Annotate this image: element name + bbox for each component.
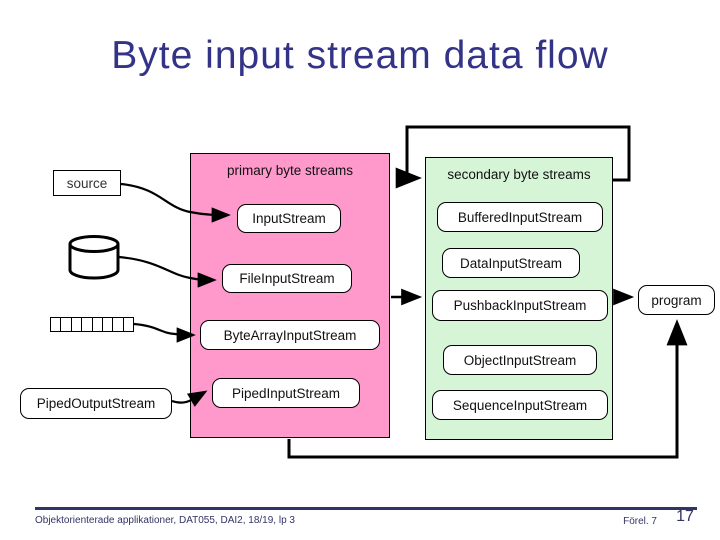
node-pushbackinputstream: PushbackInputStream (432, 290, 608, 321)
node-inputstream: InputStream (237, 204, 341, 233)
footer-divider (35, 507, 697, 510)
footer-page-number: 17 (676, 508, 694, 525)
footer-course-info: Objektorienterade applikationer, DAT055,… (35, 515, 295, 526)
secondary-streams-header: secondary byte streams (447, 167, 591, 182)
node-objectinputstream: ObjectInputStream (443, 345, 597, 375)
disk-cylinder-icon (68, 235, 120, 280)
node-datainputstream: DataInputStream (442, 248, 580, 278)
node-program: program (638, 285, 715, 315)
node-source: source (53, 170, 121, 196)
byte-array-cells-icon (50, 317, 134, 332)
footer-lecture-ref: Förel. 7 (623, 516, 657, 527)
node-pipedoutputstream: PipedOutputStream (20, 388, 172, 419)
node-pipedinputstream: PipedInputStream (212, 378, 360, 408)
primary-streams-header: primary byte streams (226, 163, 354, 178)
arrow-bytearraycells-to-bytearrayinputstream (133, 322, 196, 343)
node-bufferedinputstream: BufferedInputStream (437, 202, 603, 232)
node-fileinputstream: FileInputStream (222, 264, 352, 293)
node-bytearrayinputstream: ByteArrayInputStream (200, 320, 380, 350)
node-sequenceinputstream: SequenceInputStream (432, 390, 608, 420)
slide-title: Byte input stream data flow (111, 34, 609, 77)
